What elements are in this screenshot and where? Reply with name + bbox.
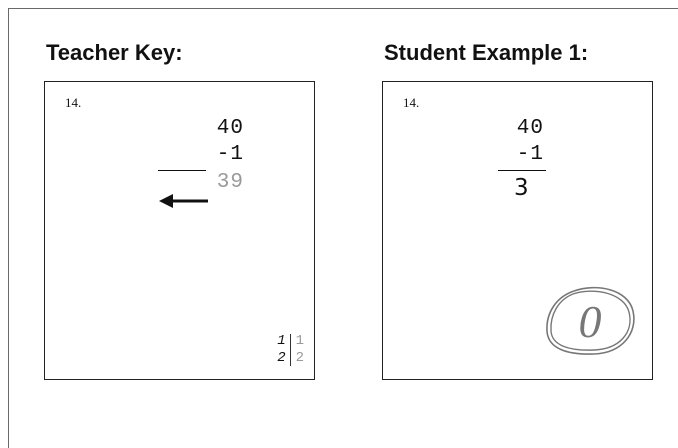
question-number: 14.: [65, 95, 82, 110]
sum-line: [158, 170, 206, 171]
answer-key-value: 39: [216, 171, 244, 194]
rubric-left-2: 2: [277, 350, 286, 366]
sum-line: [498, 170, 546, 171]
rubric-right-2: 2: [295, 350, 304, 366]
question-number: 14.: [403, 95, 420, 110]
left-arrow-icon: [159, 193, 209, 214]
rubric-right-1: 1: [295, 333, 304, 349]
score-value: 0: [578, 295, 602, 347]
score-stamp: 0: [544, 285, 636, 357]
minuend: 40: [516, 117, 544, 140]
student-example-panel: 14. 40 -1 3 0: [382, 81, 653, 380]
score-oval-icon: [546, 286, 635, 355]
teacher-key-panel: 14. 40 -1 39 1 2 1 2: [44, 81, 315, 380]
page-frame: [8, 8, 678, 448]
subtrahend: -1: [516, 143, 544, 166]
student-answer: 3: [514, 175, 529, 201]
subtrahend: -1: [216, 143, 244, 166]
student-example-heading: Student Example 1:: [384, 40, 589, 65]
rubric-left-1: 1: [277, 333, 286, 349]
rubric-score: 1 2 1 2: [277, 333, 304, 367]
teacher-key-heading: Teacher Key:: [46, 40, 183, 65]
minuend: 40: [216, 117, 244, 140]
rubric-divider: [289, 334, 291, 366]
